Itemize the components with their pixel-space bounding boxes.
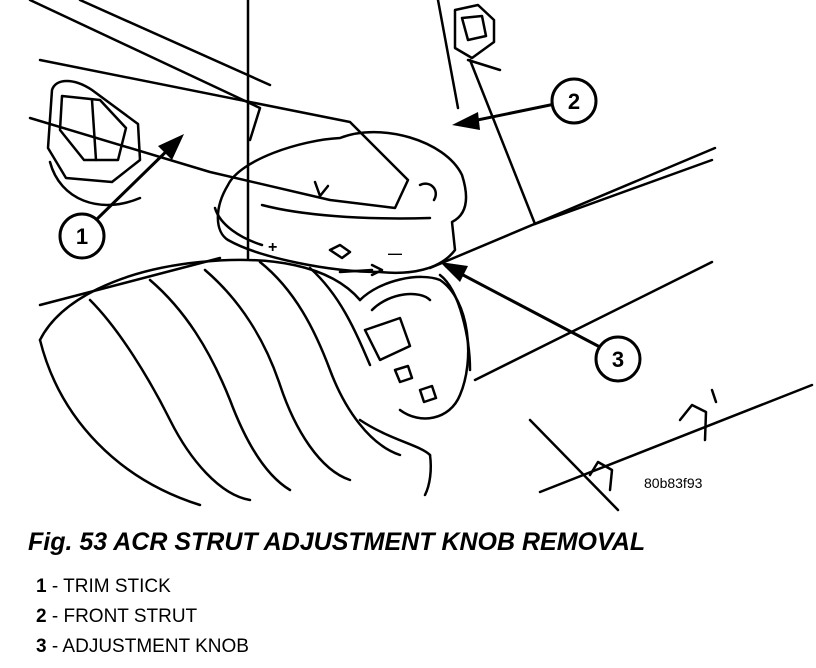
legend-item-2: 2 - FRONT STRUT [36,602,249,632]
hex-nut [46,79,142,207]
leader-line-3 [444,264,600,348]
knob-minus-mark: — [388,245,402,261]
callout-circle-3 [594,335,642,383]
figure-code: 80b83f93 [644,475,703,491]
figure-caption: Fig. 53 ACR STRUT ADJUSTMENT KNOB REMOVA… [28,528,646,556]
legend-separator: - [51,606,64,627]
legend-number-1: 1 [36,576,47,597]
legend-separator: - [51,636,63,657]
arrowhead-2 [452,112,480,130]
background-structure [38,0,814,512]
strut-knob-illustration: 1 2 3 + — 80b83f93 [28,0,814,512]
bracket-bolt [453,3,502,72]
legend-label-2: FRONT STRUT [63,606,198,627]
leader-line-1 [94,138,180,222]
callout-circle-1 [58,212,106,260]
legend-label-1: TRIM STICK [63,576,171,597]
callout-number-2: 2 [568,89,580,114]
callout-legend: 1 - TRIM STICK 2 - FRONT STRUT 3 - ADJUS… [36,572,249,662]
callout-circle-2 [550,77,598,125]
arrowhead-3 [440,262,468,282]
legend-separator: - [51,576,64,597]
knob-plus-mark: + [268,239,277,256]
trim-stick [28,0,410,210]
legend-number-3: 3 [36,636,47,657]
strut-tube [358,146,717,420]
callout-number-1: 1 [76,224,88,249]
adjustment-knob-shape [213,130,468,277]
legend-label-3: ADJUSTMENT KNOB [62,636,249,657]
legend-item-3: 3 - ADJUSTMENT KNOB [36,632,249,662]
rubber-boot [38,258,433,507]
arrowhead-1 [158,134,184,160]
callout-number-3: 3 [612,347,624,372]
legend-number-2: 2 [36,606,47,627]
legend-item-1: 1 - TRIM STICK [36,572,249,602]
